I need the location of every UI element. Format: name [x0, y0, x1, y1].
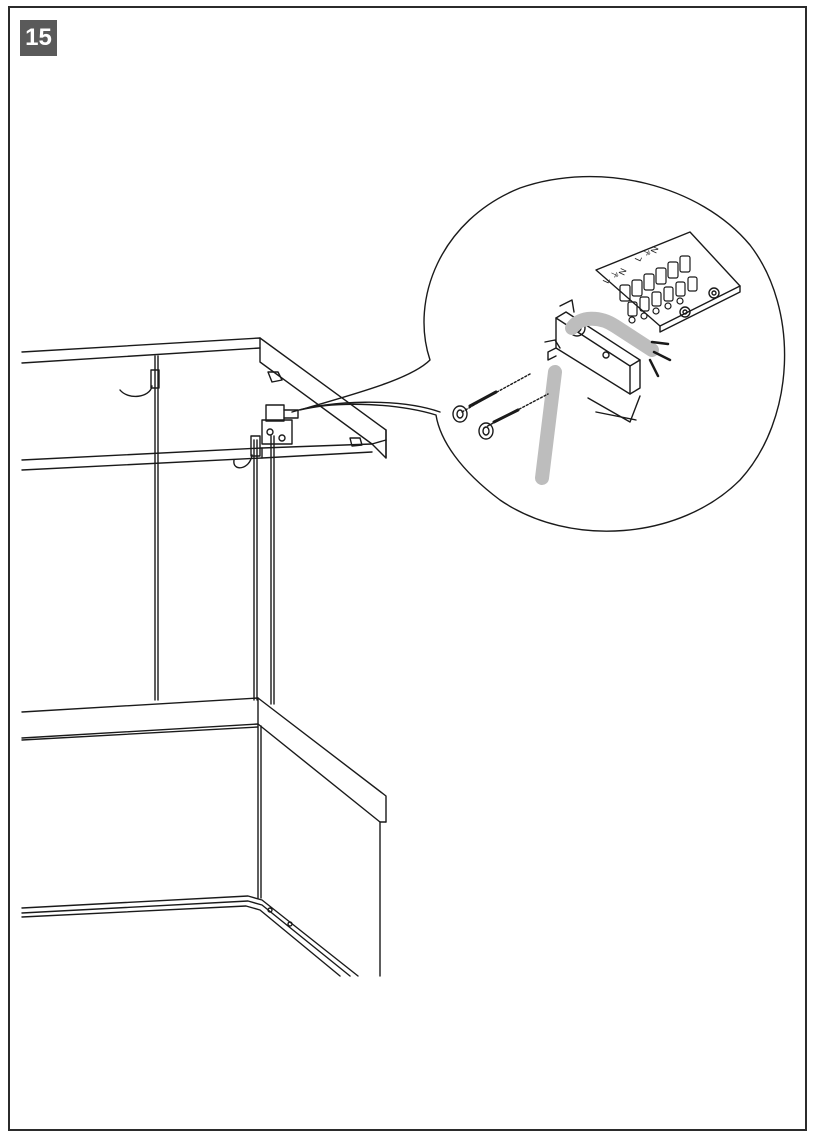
- terminal-label: N: [649, 245, 661, 255]
- terminal-labels: L ⏚ N L ⏚ N: [601, 245, 661, 285]
- terminal-label: N: [617, 267, 629, 277]
- ceiling-plate: [21, 337, 387, 471]
- terminal-label: L: [633, 254, 644, 263]
- page-frame: [8, 6, 807, 1131]
- screw-icon: [452, 373, 549, 440]
- terminal-label: ⏚: [609, 268, 622, 280]
- cable-icon: [535, 311, 672, 485]
- suspension-cables: [119, 355, 275, 705]
- terminal-label: ⏚: [641, 246, 654, 258]
- hood-body: [21, 697, 387, 977]
- terminal-block: L ⏚ N L ⏚ N: [595, 231, 741, 333]
- step-number-badge: 15: [20, 20, 57, 56]
- detail-callout: [299, 175, 786, 532]
- terminal-label: L: [601, 276, 612, 285]
